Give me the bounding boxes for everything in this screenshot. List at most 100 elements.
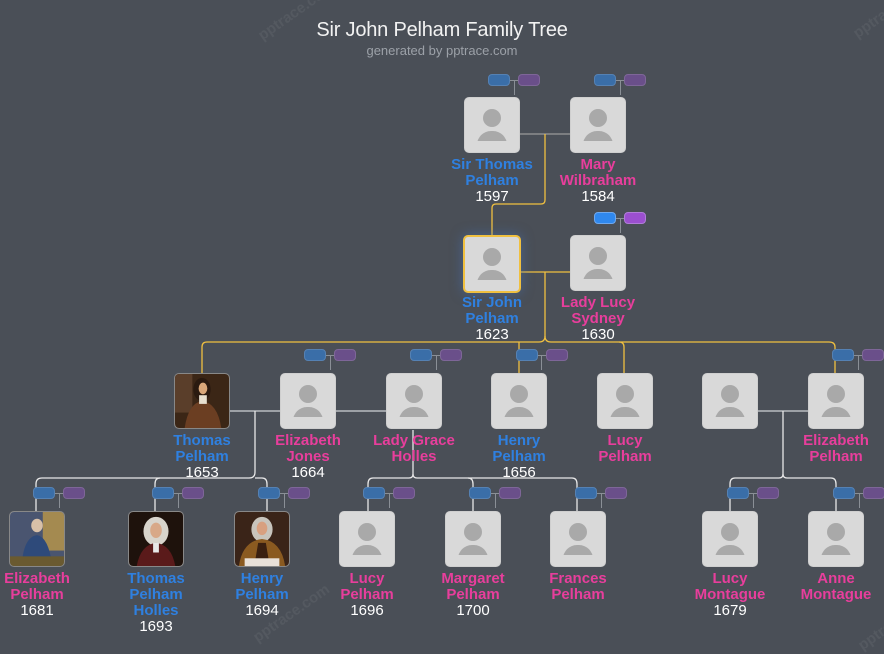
- parent-connector: [854, 355, 862, 356]
- person-card-lady-grace-holles[interactable]: [386, 373, 442, 429]
- father-button[interactable]: [488, 74, 510, 86]
- person-silhouette-icon: [821, 545, 851, 555]
- portrait-image: [10, 512, 64, 566]
- parent-connector: [597, 493, 605, 494]
- mother-button[interactable]: [518, 74, 540, 86]
- parent-connector: [389, 494, 390, 508]
- person-card-thomas-pelham-holles[interactable]: [128, 511, 184, 567]
- person-silhouette-icon: [464, 523, 482, 541]
- person-silhouette-icon: [483, 248, 501, 266]
- person-silhouette-icon: [399, 407, 429, 417]
- person-card-elizabeth-jones[interactable]: [280, 373, 336, 429]
- person-silhouette-icon: [293, 407, 323, 417]
- person-card-thomas-pelham[interactable]: [174, 373, 230, 429]
- person-card-elizabeth-pelham[interactable]: [808, 373, 864, 429]
- father-button[interactable]: [727, 487, 749, 499]
- mother-button[interactable]: [862, 349, 884, 361]
- person-silhouette-icon: [827, 385, 845, 403]
- mother-button[interactable]: [393, 487, 415, 499]
- person-silhouette-icon: [827, 523, 845, 541]
- person-silhouette-icon: [483, 109, 501, 127]
- mother-button[interactable]: [624, 74, 646, 86]
- person-silhouette-icon: [583, 269, 613, 279]
- parent-connector: [491, 493, 499, 494]
- person-silhouette-icon: [721, 385, 739, 403]
- person-card-mary-wilbraham[interactable]: [570, 97, 626, 153]
- mother-button[interactable]: [546, 349, 568, 361]
- mother-button[interactable]: [440, 349, 462, 361]
- person-card-lucy-pelham-1696[interactable]: [339, 511, 395, 567]
- parent-connector: [280, 493, 288, 494]
- father-button[interactable]: [152, 487, 174, 499]
- mother-button[interactable]: [334, 349, 356, 361]
- parent-connector: [541, 356, 542, 370]
- person-card-henry-pelham[interactable]: [491, 373, 547, 429]
- person-silhouette-icon: [610, 407, 640, 417]
- father-button[interactable]: [832, 349, 854, 361]
- person-silhouette-icon: [477, 270, 507, 280]
- father-button[interactable]: [258, 487, 280, 499]
- person-silhouette-icon: [299, 385, 317, 403]
- portrait-image: [129, 512, 183, 566]
- person-card-sir-thomas-pelham[interactable]: [464, 97, 520, 153]
- person-silhouette-icon: [569, 523, 587, 541]
- father-button[interactable]: [410, 349, 432, 361]
- father-button[interactable]: [363, 487, 385, 499]
- mother-button[interactable]: [288, 487, 310, 499]
- mother-button[interactable]: [605, 487, 627, 499]
- parent-connector: [510, 80, 518, 81]
- person-card-henry-pelham-1694[interactable]: [234, 511, 290, 567]
- father-button[interactable]: [594, 74, 616, 86]
- person-card-anne-montague[interactable]: [808, 511, 864, 567]
- parent-connector: [432, 355, 440, 356]
- father-button[interactable]: [594, 212, 616, 224]
- mother-button[interactable]: [63, 487, 85, 499]
- person-silhouette-icon: [589, 109, 607, 127]
- person-card-margaret-pelham[interactable]: [445, 511, 501, 567]
- person-card-elizabeth-pelham-1681[interactable]: [9, 511, 65, 567]
- person-silhouette-icon: [510, 385, 528, 403]
- person-silhouette-icon: [563, 545, 593, 555]
- person-silhouette-icon: [405, 385, 423, 403]
- mother-button[interactable]: [757, 487, 779, 499]
- mother-button[interactable]: [182, 487, 204, 499]
- mother-button[interactable]: [624, 212, 646, 224]
- person-card-lady-lucy-sydney[interactable]: [570, 235, 626, 291]
- person-silhouette-icon: [458, 545, 488, 555]
- person-card-unknown-spouse[interactable]: [702, 373, 758, 429]
- person-card-lucy-montague[interactable]: [702, 511, 758, 567]
- parent-connector: [55, 493, 63, 494]
- father-button[interactable]: [575, 487, 597, 499]
- parent-connector: [436, 356, 437, 370]
- person-card-frances-pelham[interactable]: [550, 511, 606, 567]
- mother-button[interactable]: [863, 487, 884, 499]
- father-button[interactable]: [304, 349, 326, 361]
- person-card-sir-john-pelham[interactable]: [463, 235, 521, 293]
- tree-connectors: [35, 133, 837, 512]
- person-silhouette-icon: [352, 545, 382, 555]
- father-button[interactable]: [516, 349, 538, 361]
- person-card-lucy-pelham[interactable]: [597, 373, 653, 429]
- father-button[interactable]: [833, 487, 855, 499]
- mother-button[interactable]: [499, 487, 521, 499]
- father-button[interactable]: [469, 487, 491, 499]
- father-button[interactable]: [33, 487, 55, 499]
